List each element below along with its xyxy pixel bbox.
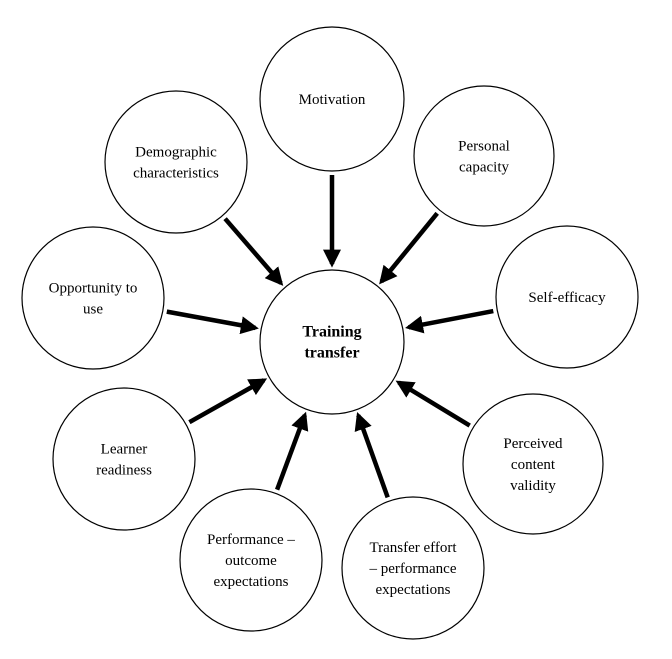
arrow-opportunity-to-use-to-center [166,309,259,335]
factor-node-perceived-content-validity-label: Perceived content validity [503,436,563,494]
factor-node-performance-outcome-expectations-circle [179,488,323,632]
arrow-perceived-content-validity-to-center [395,380,471,428]
arrows-layer [166,175,494,499]
factor-node-perceived-content-validity-label-line: Perceived [503,436,563,452]
center-node-training-transfer-circle [259,269,405,415]
factor-node-transfer-effort-performance-expectations: Transfer effort – performance expectations [341,496,485,640]
arrow-learner-readiness-to-center [188,378,268,425]
factor-node-self-efficacy-label: Self-efficacy [528,290,606,306]
factor-node-performance-outcome-expectations-label-line: expectations [214,574,289,590]
arrow-demographic-characteristics-to-center [223,217,284,286]
factor-node-learner-readiness-label: Learner readiness [96,442,152,479]
factor-node-personal-capacity-label: Personal capacity [458,139,510,176]
factor-node-self-efficacy: Self-efficacy [495,225,639,369]
factor-node-transfer-effort-performance-expectations-label-line: Transfer effort [369,540,457,556]
factor-node-learner-readiness: Learner readiness [52,387,196,531]
center-node-label: Training transfer [302,324,361,362]
factor-node-performance-outcome-expectations-label: Performance – outcome expectations [207,532,295,590]
factor-node-demographic-characteristics-label: Demographic characteristics [133,145,219,182]
center-node-label-line: Training [302,324,361,341]
factor-node-perceived-content-validity-label-line: validity [510,478,556,494]
center-node-training-transfer: Training transfer [259,269,405,415]
factor-node-personal-capacity-label-line: Personal [458,139,510,155]
factor-node-transfer-effort-performance-expectations-label: Transfer effort – performance expectations [368,540,457,598]
factor-node-transfer-effort-performance-expectations-label-line: expectations [376,582,451,598]
factor-node-personal-capacity-circle [413,85,555,227]
factor-node-personal-capacity: Personal capacity [413,85,555,227]
factor-node-learner-readiness-label-line: readiness [96,463,152,479]
arrow-self-efficacy-to-center [405,308,494,334]
factor-node-self-efficacy-circle [495,225,639,369]
factor-node-demographic-characteristics-circle [104,90,248,234]
factor-node-opportunity-to-use-label-line: use [83,302,103,318]
factor-node-perceived-content-validity: Perceived content validity [462,393,604,535]
factor-node-opportunity-to-use-label: Opportunity to use [49,281,138,318]
factor-node-perceived-content-validity-circle [462,393,604,535]
factor-node-self-efficacy-label-line: Self-efficacy [528,290,606,306]
arrow-performance-outcome-expectations-to-center [274,411,309,491]
factor-node-perceived-content-validity-label-line: content [511,457,556,473]
factor-node-demographic-characteristics-label-line: characteristics [133,166,219,182]
factor-node-learner-readiness-circle [52,387,196,531]
factor-node-motivation-label: Motivation [299,92,366,108]
factor-node-opportunity-to-use-label-line: Opportunity to [49,281,138,297]
factor-node-learner-readiness-label-line: Learner [101,442,148,458]
factor-node-motivation: Motivation [259,26,405,172]
factor-node-transfer-effort-performance-expectations-label-line: – performance [368,561,456,577]
factor-node-demographic-characteristics-label-line: Demographic [135,145,217,161]
factor-node-personal-capacity-label-line: capacity [459,160,509,176]
factor-node-performance-outcome-expectations-label-line: outcome [225,553,277,569]
factor-node-performance-outcome-expectations: Performance – outcome expectations [179,488,323,632]
factor-node-opportunity-to-use: Opportunity to use [21,226,165,370]
arrow-personal-capacity-to-center [379,211,439,285]
factor-node-demographic-characteristics: Demographic characteristics [104,90,248,234]
factor-node-motivation-label-line: Motivation [299,92,366,108]
factor-node-performance-outcome-expectations-label-line: Performance – [207,532,295,548]
factor-node-transfer-effort-performance-expectations-circle [341,496,485,640]
factor-node-motivation-circle [259,26,405,172]
factor-node-opportunity-to-use-circle [21,226,165,370]
arrow-transfer-effort-performance-expectations-to-center [354,412,390,499]
center-node-label-line: transfer [304,345,359,362]
